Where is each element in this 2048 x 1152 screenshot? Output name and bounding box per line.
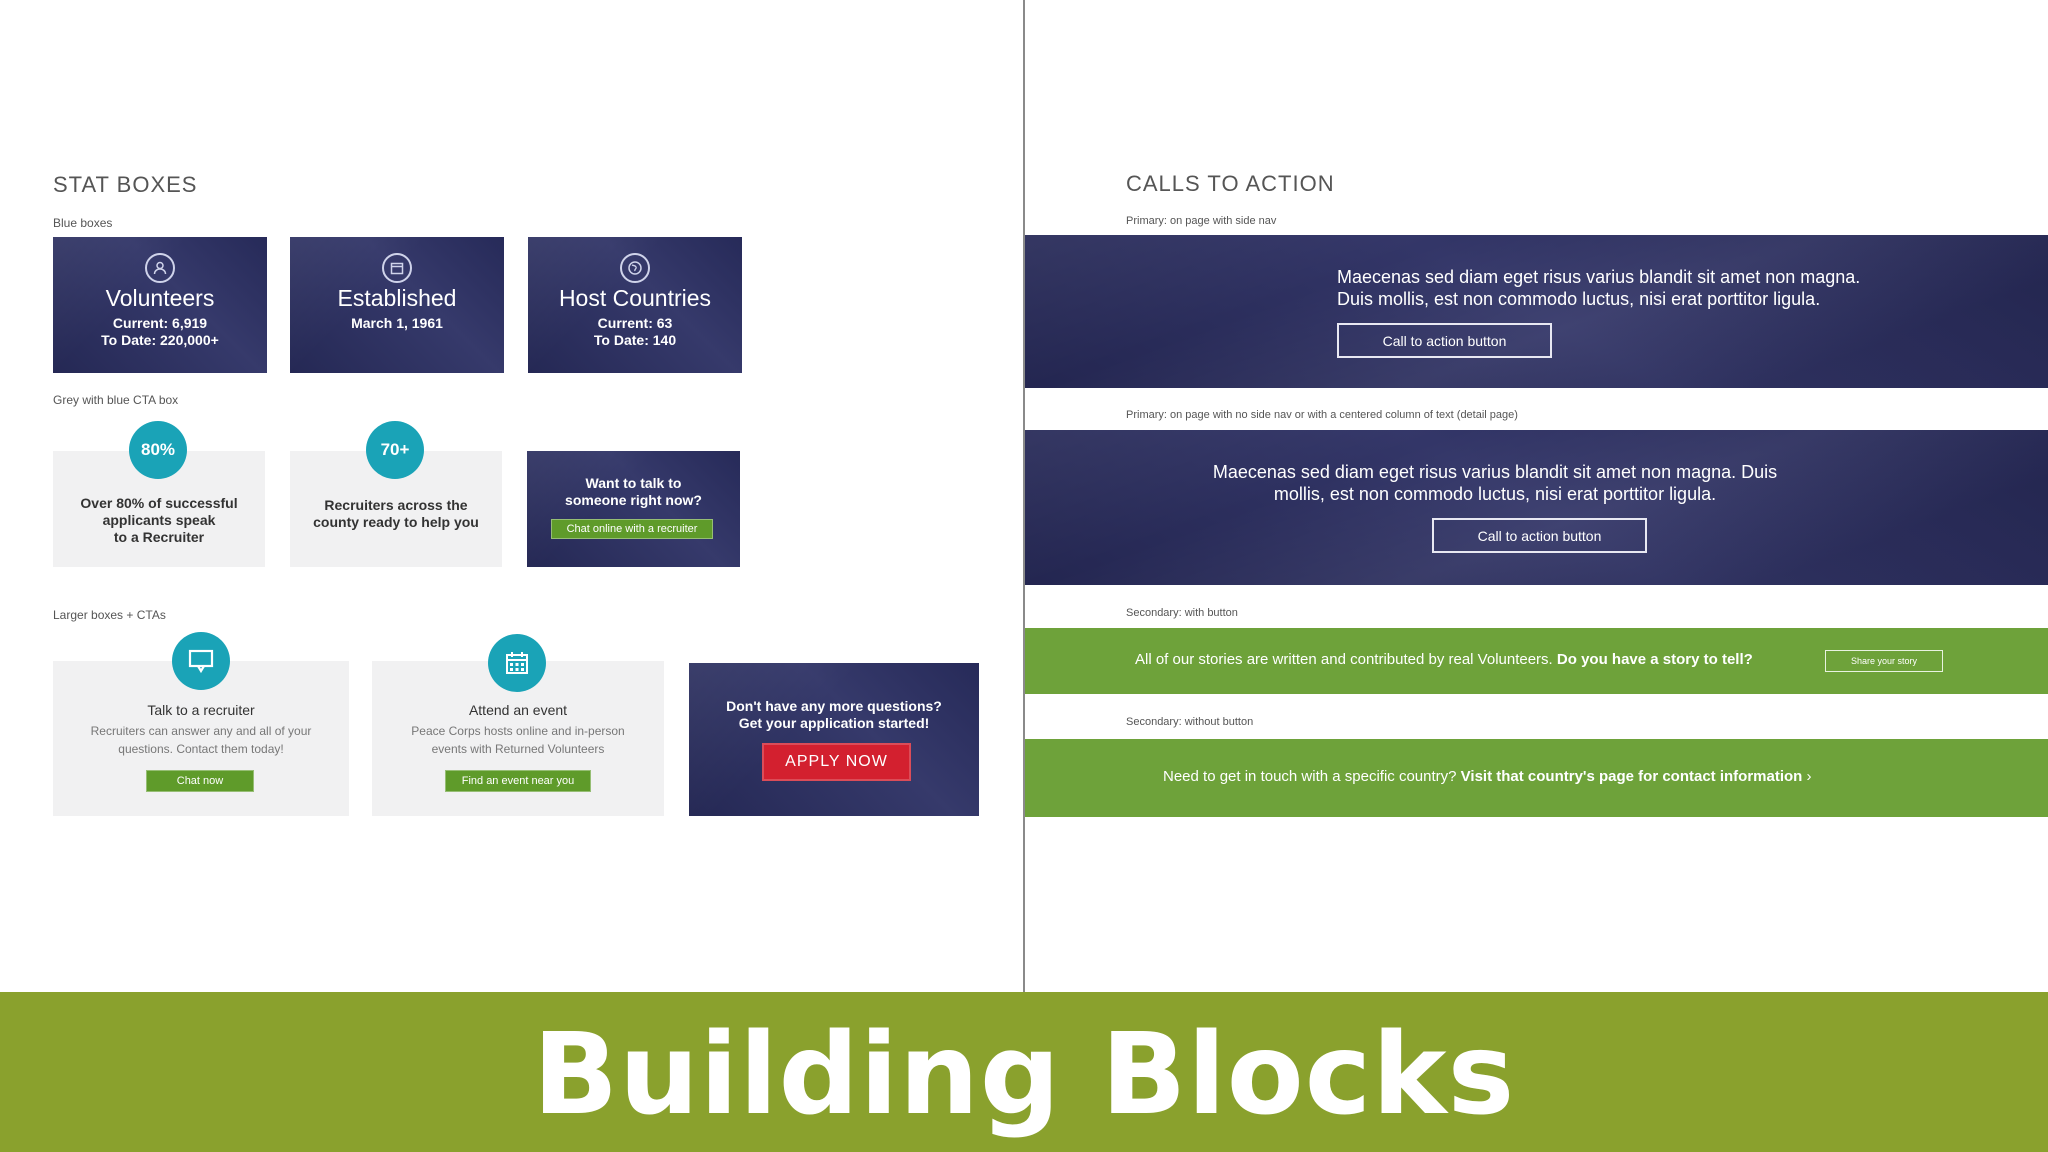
larger-box-event: Attend an event Peace Corps hosts online… <box>372 661 664 816</box>
grey-text-line: Over 80% of successful <box>80 495 238 511</box>
secondary-text: Need to get in touch with a specific cou… <box>1163 768 1457 785</box>
cta-line: Don't have any more questions? <box>726 698 942 714</box>
find-event-button[interactable]: Find an event near you <box>445 770 591 792</box>
stat-title: Host Countries <box>558 285 712 311</box>
chat-now-button[interactable]: Chat now <box>146 770 254 792</box>
secondary-button-label: Secondary: with button <box>1126 607 1238 619</box>
grey-boxes-label: Grey with blue CTA box <box>53 393 179 407</box>
secondary-button-banner: All of our stories are written and contr… <box>1025 628 2048 694</box>
cta-line: someone right now? <box>565 492 702 508</box>
stat-current: Current: 6,919 <box>112 315 208 331</box>
call-to-action-button[interactable]: Call to action button <box>1337 323 1552 358</box>
calls-to-action-title: CALLS TO ACTION <box>1126 171 1335 196</box>
calendar-icon <box>382 253 412 283</box>
stat-to-date: To Date: 140 <box>593 332 677 348</box>
call-to-action-button[interactable]: Call to action button <box>1432 518 1647 553</box>
apply-now-button[interactable]: APPLY NOW <box>762 743 911 781</box>
secondary-bold-text: Do you have a story to tell? <box>1556 651 1753 668</box>
stat-to-date: To Date: 220,000+ <box>101 332 219 348</box>
banner-title: Building Blocks <box>532 1010 1516 1140</box>
country-page-link[interactable]: Visit that country's page for contact in… <box>1460 768 1803 785</box>
volunteer-icon <box>145 253 175 283</box>
stat-box-host-countries: Host Countries Current: 63 To Date: 140 <box>528 237 742 373</box>
larger-cta-box: Don't have any more questions? Get your … <box>689 663 979 816</box>
stat-current: Current: 63 <box>597 315 673 331</box>
chevron-right-icon: › <box>1806 768 1812 785</box>
stat-title: Established <box>337 285 457 311</box>
primary-side-label: Primary: on page with side nav <box>1126 215 1277 227</box>
larger-box-desc: questions. Contact them today! <box>118 742 284 756</box>
stat-box-volunteers: Volunteers Current: 6,919 To Date: 220,0… <box>53 237 267 373</box>
grey-cta-box: Want to talk to someone right now? Chat … <box>527 451 740 567</box>
column-divider <box>1023 0 1025 992</box>
stat-date: March 1, 1961 <box>351 315 443 331</box>
larger-box-desc: Recruiters can answer any and all of you… <box>90 724 312 738</box>
grey-text-line: to a Recruiter <box>113 529 205 545</box>
banner-text-line: Maecenas sed diam eget risus varius blan… <box>1337 267 1861 287</box>
badge-70-plus: 70+ <box>366 421 424 479</box>
blue-boxes-label: Blue boxes <box>53 216 113 230</box>
larger-box-desc: Peace Corps hosts online and in-person <box>411 724 625 738</box>
banner-text-line: Maecenas sed diam eget risus varius blan… <box>1212 462 1778 482</box>
cta-line: Want to talk to <box>585 475 682 491</box>
chat-online-button[interactable]: Chat online with a recruiter <box>551 519 713 539</box>
stat-box-established: Established March 1, 1961 <box>290 237 504 373</box>
banner-text-line: mollis, est non commodo luctus, nisi era… <box>1273 484 1717 504</box>
primary-side-banner: Maecenas sed diam eget risus varius blan… <box>1025 235 2048 388</box>
primary-center-label: Primary: on page with no side nav or wit… <box>1126 409 1518 421</box>
primary-center-banner: Maecenas sed diam eget risus varius blan… <box>1025 430 2048 585</box>
calendar-grid-icon <box>488 634 546 692</box>
larger-box-desc: events with Returned Volunteers <box>431 742 605 756</box>
larger-box-title: Talk to a recruiter <box>147 702 255 718</box>
chat-icon <box>172 632 230 690</box>
cta-line: Get your application started! <box>738 715 930 731</box>
grey-text-line: applicants speak <box>102 512 216 528</box>
bottom-banner: Building Blocks <box>0 992 2048 1152</box>
grey-text-line: county ready to help you <box>313 514 479 530</box>
stat-boxes-title: STAT BOXES <box>53 172 198 197</box>
secondary-nobutton-label: Secondary: without button <box>1126 716 1254 728</box>
banner-text-line: Duis mollis, est non commodo luctus, nis… <box>1337 289 1821 309</box>
larger-boxes-label: Larger boxes + CTAs <box>53 608 166 622</box>
grey-text-line: Recruiters across the <box>324 497 468 513</box>
stat-title: Volunteers <box>105 285 215 311</box>
secondary-text: All of our stories are written and contr… <box>1135 651 1553 668</box>
globe-icon <box>620 253 650 283</box>
larger-box-title: Attend an event <box>468 702 568 718</box>
share-story-button[interactable]: Share your story <box>1825 650 1943 672</box>
secondary-nobutton-banner: Need to get in touch with a specific cou… <box>1025 739 2048 817</box>
badge-80-percent: 80% <box>129 421 187 479</box>
